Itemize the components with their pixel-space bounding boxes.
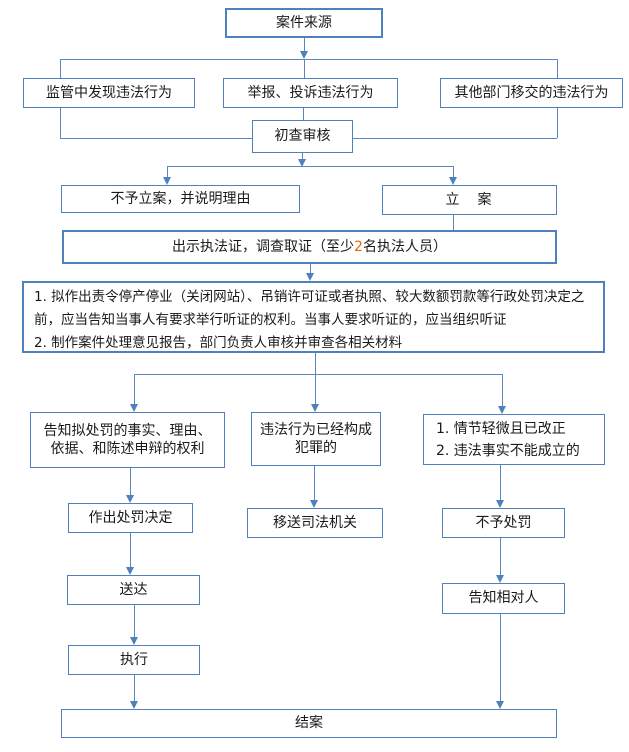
node-constitutes-crime: 违法行为已经构成 犯罪的 [251, 412, 381, 466]
node-inform-party: 告知相对人 [442, 583, 565, 614]
hearing-item-2: 2. 制作案件处理意见报告，部门负责人审核并审查各相关材料 [34, 335, 403, 351]
connector-to-minor [502, 374, 503, 406]
node-initial-review: 初查审核 [252, 120, 353, 153]
connector-hearing-down [315, 353, 316, 374]
connector-crime-to-judicial [314, 466, 315, 500]
node-inform-punishment-rights: 告知拟处罚的事实、理由、 依据、和陈述申辩的权利 [30, 412, 225, 468]
node-transfer-judicial: 移送司法机关 [247, 508, 383, 538]
node-delivery: 送达 [67, 575, 200, 605]
arrowhead-case-source [300, 51, 308, 59]
arrowhead-inform-party [496, 575, 504, 583]
connector-transfer-down [557, 108, 558, 138]
connector-rights-to-decision [130, 468, 131, 495]
arrowhead-execute [130, 637, 138, 645]
arrowhead-no-punish [496, 500, 504, 508]
evidence-text-prefix: 出示执法证，调查取证（至少 [172, 238, 355, 255]
connector-to-no-case [167, 166, 168, 177]
arrowhead-decision [126, 495, 134, 503]
evidence-text-suffix: 名执法人员） [362, 238, 447, 255]
connector-to-transfer [557, 59, 558, 78]
connector-to-report [304, 59, 305, 78]
minor-line-2: 2. 违法事实不能成立的 [436, 442, 580, 459]
arrowhead-file-case [449, 177, 457, 185]
node-no-punishment: 不予处罚 [442, 508, 565, 538]
node-other-dept-transfer: 其他部门移交的违法行为 [440, 78, 623, 108]
connector-to-supervision [60, 59, 61, 78]
connector-execute-to-close [134, 675, 135, 701]
connector-supervision-down [60, 108, 61, 138]
arrowhead-crime [311, 404, 319, 412]
connector-to-crime [315, 374, 316, 404]
node-execute: 执行 [68, 645, 200, 675]
node-case-source: 案件来源 [225, 8, 383, 38]
connector-evidence-down [310, 264, 311, 273]
connector-transfer-to-review [353, 138, 557, 139]
node-hearing-notice: 1. 拟作出责令停产停业（关闭网站）、吊销许可证或者执照、较大数额罚款等行政处罚… [22, 281, 605, 353]
connector-minor-to-no-punish [500, 465, 501, 500]
node-supervision-found: 监管中发现违法行为 [23, 78, 195, 108]
node-no-case-filed: 不予立案，并说明理由 [61, 185, 300, 213]
connector-report-to-review [303, 108, 304, 120]
connector-branch-bar [134, 374, 502, 375]
connector-delivery-to-execute [134, 605, 135, 637]
node-make-punishment-decision: 作出处罚决定 [68, 503, 193, 533]
connector-file-case-to-evidence [453, 215, 454, 230]
connector-supervision-to-review [60, 138, 252, 139]
arrowhead-close-left [130, 701, 138, 709]
arrowhead-inform-rights [130, 404, 138, 412]
node-minor-or-unfounded: 1. 情节轻微且已改正 2. 违法事实不能成立的 [423, 414, 605, 465]
connector-inform-to-close [500, 614, 501, 701]
connector-no-punish-to-inform [500, 538, 501, 575]
connector-sources-bar [60, 59, 557, 60]
node-report-complaint: 举报、投诉违法行为 [223, 78, 398, 108]
arrowhead-close-right [496, 701, 504, 709]
connector-case-source-down [304, 38, 305, 51]
node-file-case: 立 案 [382, 185, 557, 215]
arrowhead-minor [498, 406, 506, 414]
connector-review-split-bar [167, 166, 453, 167]
connector-to-file-case [453, 166, 454, 177]
arrowhead-hearing [306, 273, 314, 281]
connector-to-inform-rights [134, 374, 135, 404]
connector-decision-to-delivery [130, 533, 131, 567]
arrowhead-review [298, 159, 306, 167]
node-close-case: 结案 [61, 709, 557, 738]
arrowhead-judicial [310, 500, 318, 508]
evidence-number-highlight: 2 [354, 238, 363, 255]
connector-review-down [302, 153, 303, 159]
node-show-credentials-investigate: 出示执法证，调查取证（至少 2 名执法人员） [62, 230, 557, 264]
minor-line-1: 1. 情节轻微且已改正 [436, 420, 566, 437]
arrowhead-delivery [126, 567, 134, 575]
arrowhead-no-case [163, 177, 171, 185]
hearing-item-1: 1. 拟作出责令停产停业（关闭网站）、吊销许可证或者执照、较大数额罚款等行政处罚… [34, 289, 585, 328]
